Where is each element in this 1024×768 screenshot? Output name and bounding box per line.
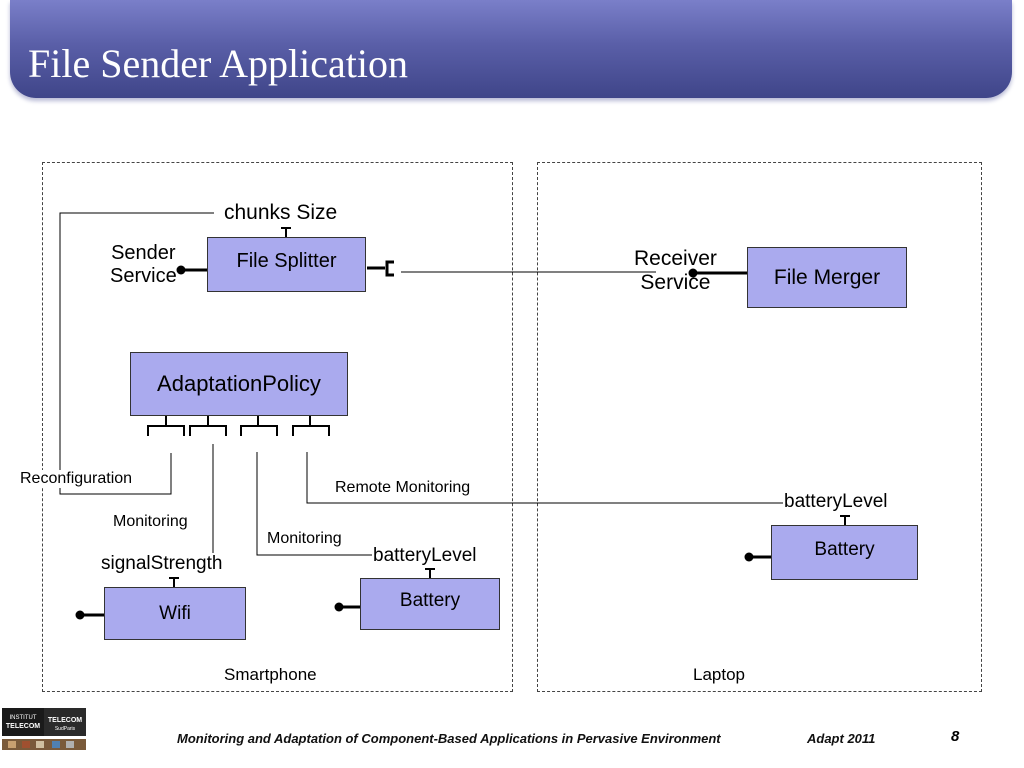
battery-level-phone-property <box>425 568 435 578</box>
battery-phone-port <box>334 602 360 612</box>
battery-level-laptop-label: batteryLevel <box>783 491 889 513</box>
laptop-label: Laptop <box>693 665 745 684</box>
sender-service-line-2: Service <box>110 265 177 287</box>
chunks-size-label: chunks Size <box>222 201 340 226</box>
battery-phone-component: Battery <box>360 578 500 630</box>
receiver-service-line-2: Service <box>640 271 711 295</box>
file-merger-component: File Merger <box>747 247 907 308</box>
footer-conference: Adapt 2011 <box>807 731 876 746</box>
footer-title: Monitoring and Adaptation of Component-B… <box>177 731 721 746</box>
smartphone-region <box>42 162 513 692</box>
battery-laptop-component: Battery <box>771 525 918 580</box>
page-number: 8 <box>951 728 960 745</box>
monitoring-label-1: Monitoring <box>113 513 188 530</box>
wifi-port <box>75 610 104 620</box>
remote-monitoring-label: Remote Monitoring <box>335 479 471 496</box>
receiver-service-label: Receiver Service <box>634 247 717 295</box>
sender-service-label: Sender Service <box>110 242 177 288</box>
smartphone-label: Smartphone <box>224 665 317 684</box>
svg-text:SudParis: SudParis <box>55 726 76 732</box>
remote-monitoring-connector <box>306 452 820 504</box>
reconfiguration-connector <box>59 212 214 495</box>
reconfiguration-label: Reconfiguration <box>20 470 133 489</box>
file-splitter-receptacle <box>367 260 394 277</box>
signal-strength-label: signalStrength <box>100 553 224 575</box>
signal-strength-property <box>169 577 179 587</box>
svg-text:TELECOM: TELECOM <box>48 717 82 724</box>
institut-telecom-logo: INSTITUT TELECOM TELECOM SudParis <box>2 708 86 750</box>
chunks-size-property <box>281 227 291 237</box>
monitoring-label-2: Monitoring <box>267 530 342 547</box>
svg-text:INSTITUT: INSTITUT <box>10 715 37 721</box>
adaptation-policy-component: AdaptationPolicy <box>130 352 348 416</box>
monitoring-battery-connector <box>256 452 380 556</box>
battery-level-laptop-property <box>840 515 850 525</box>
battery-laptop-port <box>744 552 771 562</box>
slide-title: File Sender Application <box>28 41 408 86</box>
laptop-region <box>537 162 982 692</box>
title-bar <box>10 0 1012 98</box>
policy-receptacles <box>147 415 330 436</box>
wifi-component: Wifi <box>104 587 246 640</box>
sender-service-line-1: Sender <box>111 242 176 264</box>
battery-level-phone-label: batteryLevel <box>372 545 478 567</box>
file-splitter-component: File Splitter <box>207 237 366 292</box>
sender-service-port <box>176 265 207 275</box>
svg-text:TELECOM: TELECOM <box>6 723 40 730</box>
receiver-service-line-1: Receiver <box>634 247 717 270</box>
monitoring-wifi-connector <box>207 444 214 565</box>
receiver-service-port <box>688 268 747 278</box>
